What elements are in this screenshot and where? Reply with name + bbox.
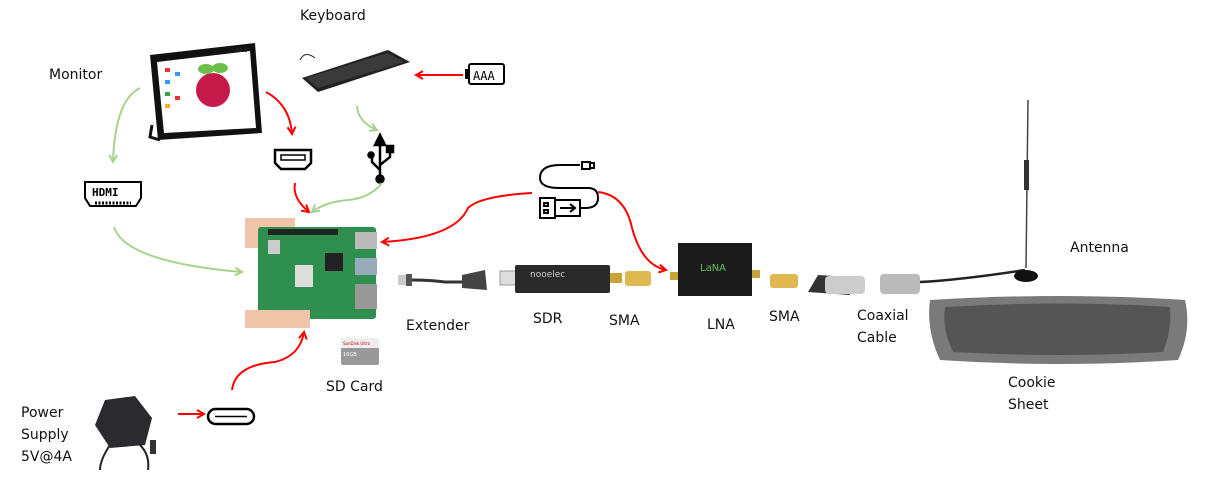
arrow-cable-to-lna	[597, 191, 666, 270]
svg-text:16GB: 16GB	[343, 352, 357, 358]
arrow-usb-to-pi	[312, 182, 383, 212]
battery-icon: AAA	[465, 63, 505, 85]
sma-adapter-image-2	[770, 274, 798, 288]
monitor-size-text: 10.1"	[236, 48, 249, 54]
arrow-monitor-to-hdmi	[113, 87, 141, 162]
sma-label-1: SMA	[609, 313, 640, 329]
lna-label: LNA	[707, 317, 735, 333]
svg-text:HDMI: HDMI	[92, 186, 119, 199]
keyboard-label: Keyboard	[300, 8, 366, 24]
monitor-label: Monitor	[49, 67, 103, 83]
svg-text:LaNA: LaNA	[700, 263, 726, 274]
sdr-brand-text: nooelec	[530, 270, 565, 280]
svg-text:AAA: AAA	[473, 69, 495, 83]
arrow-monitor-to-miniusb	[265, 91, 292, 134]
extender-label: Extender	[406, 318, 470, 334]
raspberry-pi-image	[245, 218, 377, 328]
sdr-label: SDR	[533, 311, 563, 327]
power-supply-label-line3: 5V@4A	[21, 449, 72, 465]
coaxial-label-line2: Cable	[857, 330, 897, 346]
connection-arrows	[113, 75, 666, 414]
power-supply-image	[95, 396, 156, 471]
mini-usb-icon	[273, 148, 313, 171]
arrow-cable-to-pi	[382, 192, 533, 242]
arrow-keyboard-to-usb	[356, 105, 377, 130]
sd-card-label: SD Card	[326, 379, 383, 395]
hdmi-icon: HDMI	[84, 181, 142, 207]
cookie-sheet-label-line1: Cookie	[1008, 375, 1056, 391]
cookie-sheet-label-line2: Sheet	[1008, 397, 1049, 413]
arrow-miniusb-to-pi	[293, 182, 309, 212]
antenna-label: Antenna	[1070, 240, 1129, 256]
antenna-image	[1014, 99, 1038, 282]
usb-symbol-icon	[367, 132, 395, 184]
extender-image	[398, 270, 487, 290]
power-supply-label-line2: Supply	[21, 427, 69, 443]
sma-adapter-image	[625, 271, 651, 286]
sma-label-2: SMA	[769, 309, 800, 325]
svg-text:SanDisk Ultra: SanDisk Ultra	[343, 341, 371, 346]
arrow-usbc-to-pi	[231, 332, 304, 391]
cookie-sheet-image	[929, 296, 1188, 364]
keyboard-image	[299, 50, 410, 92]
sdr-image: nooelec	[499, 265, 622, 293]
monitor-image	[148, 43, 262, 142]
power-supply-label-line1: Power	[21, 405, 64, 421]
lna-image: LaNA	[670, 243, 760, 296]
coaxial-label-line1: Coaxial	[857, 308, 909, 324]
usb-cable-icon	[538, 161, 600, 219]
sd-card-image: SanDisk Ultra 16GB	[341, 338, 379, 365]
arrow-hdmi-to-pi	[113, 226, 242, 272]
coaxial-cable-image	[808, 268, 1026, 295]
